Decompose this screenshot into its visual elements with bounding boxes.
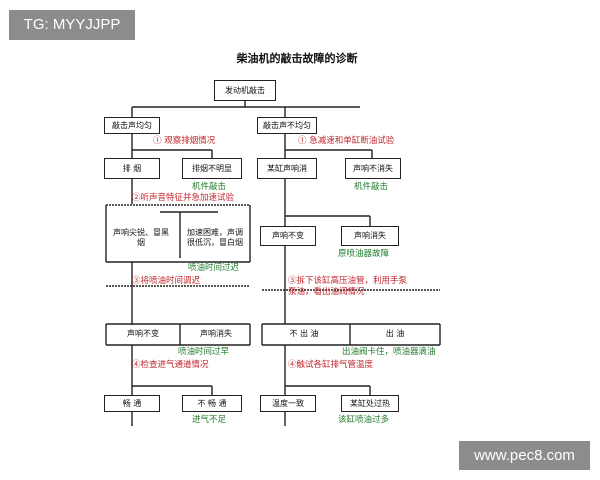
right-step3-note: ④触试各缸排气管温度 [288, 360, 374, 370]
right-step2-note: ③拆下该缸高压油管，利用手泵泵油，看出油阀情况 [288, 276, 408, 298]
node-smoke-unclear: 排烟不明显 [182, 158, 242, 179]
result-mechanical-knock-left: 机件敲击 [192, 182, 227, 192]
node-noise-persists: 声响不消失 [345, 158, 401, 179]
node-cylinder-noise-gone: 某缸声响消 [257, 158, 317, 179]
node-sharp-black-smoke: 声响尖锐、冒黑烟 [113, 228, 169, 248]
node-dull-white-smoke: 加速困难，声调很低沉，冒白烟 [187, 228, 243, 248]
watermark-top-left: TG: MYYJJPP [9, 10, 135, 40]
result-injector-fault: 原喷油器故障 [338, 249, 390, 259]
right-step1-note: ① 急减速和单缸断油试验 [298, 136, 395, 146]
result-air-insufficient: 进气不足 [192, 415, 227, 425]
watermark-bottom-right: www.pec8.com [459, 441, 590, 470]
root-node: 发动机敲击 [214, 80, 276, 101]
node-noise-gone-right: 声响消失 [341, 226, 399, 246]
node-noise-unchanged-right: 声响不变 [260, 226, 316, 246]
node-no-oil: 不 出 油 [289, 329, 319, 338]
left-step4-note: ④检查进气通道情况 [132, 360, 209, 370]
result-injection-early: 喷油时间过早 [178, 347, 230, 357]
branch-even-knock: 敲击声均匀 [104, 117, 160, 134]
branch-uneven-knock: 敲击声不均匀 [257, 117, 317, 134]
node-intake-clear: 畅 通 [104, 395, 160, 412]
node-cylinder-overheat: 某缸处过热 [341, 395, 399, 412]
node-noise-gone-left: 声响消失 [200, 329, 232, 338]
left-step2-note: ②听声音特征并急加速试验 [132, 193, 235, 203]
node-oil-out: 出 油 [385, 329, 405, 338]
node-noise-unchanged-left: 声响不变 [127, 329, 159, 338]
result-injection-late: 喷油时间过迟 [188, 263, 240, 273]
result-excess-fuel: 该缸喷油过多 [338, 415, 390, 425]
diagram-title: 柴油机的敲击故障的诊断 [236, 52, 358, 65]
node-intake-blocked: 不 畅 通 [182, 395, 242, 412]
left-step1-note: ① 观察排烟情况 [153, 136, 216, 146]
result-valve-stuck: 出油阀卡住，喷油器滴油 [342, 347, 436, 357]
result-mechanical-knock-right: 机件敲击 [354, 182, 389, 192]
node-smoke: 排 烟 [104, 158, 160, 179]
node-temp-uniform: 温度一致 [260, 395, 316, 412]
left-step3-note: ③将喷油时间调迟 [132, 276, 201, 286]
